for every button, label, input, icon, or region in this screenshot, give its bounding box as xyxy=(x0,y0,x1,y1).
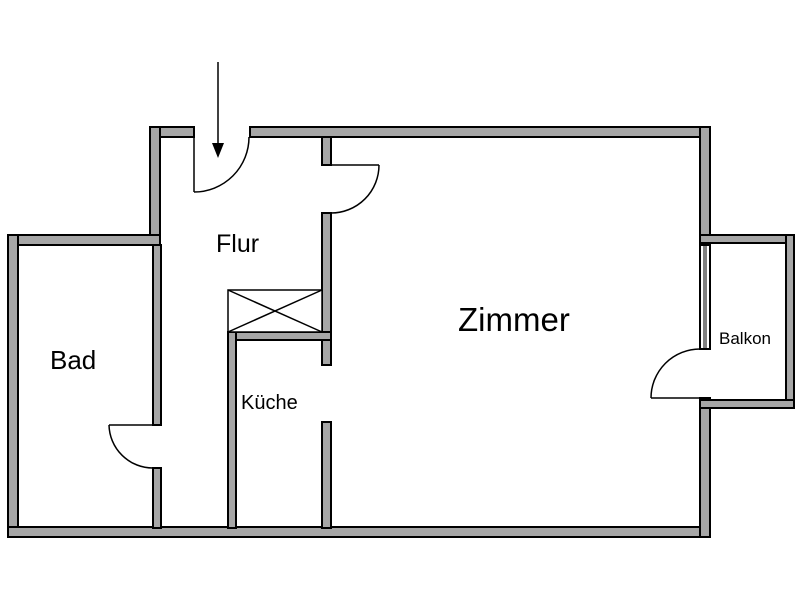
balkon-railing-right xyxy=(785,234,795,409)
wall-right-upper xyxy=(699,126,711,246)
window-frame xyxy=(699,244,711,350)
balkon-window xyxy=(699,244,711,350)
balkon-railing-bottom xyxy=(699,399,795,409)
flur-zimmer-door xyxy=(330,164,380,214)
wall-bad-top xyxy=(7,234,161,246)
wall-flur-left xyxy=(149,126,161,246)
outer-walls xyxy=(7,126,795,538)
balkon-railing-top xyxy=(699,234,795,244)
bad-door xyxy=(108,424,154,469)
wall-kueche-zimmer-lower xyxy=(321,421,332,529)
wall-bad-flur-lower xyxy=(152,467,162,529)
room-label-zimmer: Zimmer xyxy=(458,301,570,338)
room-label-balkon: Balkon xyxy=(719,329,771,348)
wall-flur-zimmer-middle xyxy=(321,212,332,366)
wall-top-main xyxy=(249,126,711,138)
wall-bad-left xyxy=(7,234,19,538)
shaft-crossed-box-icon xyxy=(227,289,323,333)
wall-bottom xyxy=(7,526,711,538)
wall-kueche-left xyxy=(227,331,237,529)
wall-kueche-top xyxy=(227,331,332,341)
room-label-flur: Flur xyxy=(216,230,259,258)
arrow-down-icon xyxy=(212,62,224,158)
room-label-bad: Bad xyxy=(50,345,96,375)
entrance-door xyxy=(193,136,250,193)
room-label-kueche: Küche xyxy=(241,392,298,414)
wall-bad-flur-upper xyxy=(152,244,162,426)
wall-right-lower xyxy=(699,397,711,538)
doors xyxy=(108,136,701,469)
wall-flur-zimmer-top xyxy=(321,136,332,166)
balkon-door xyxy=(650,348,701,399)
